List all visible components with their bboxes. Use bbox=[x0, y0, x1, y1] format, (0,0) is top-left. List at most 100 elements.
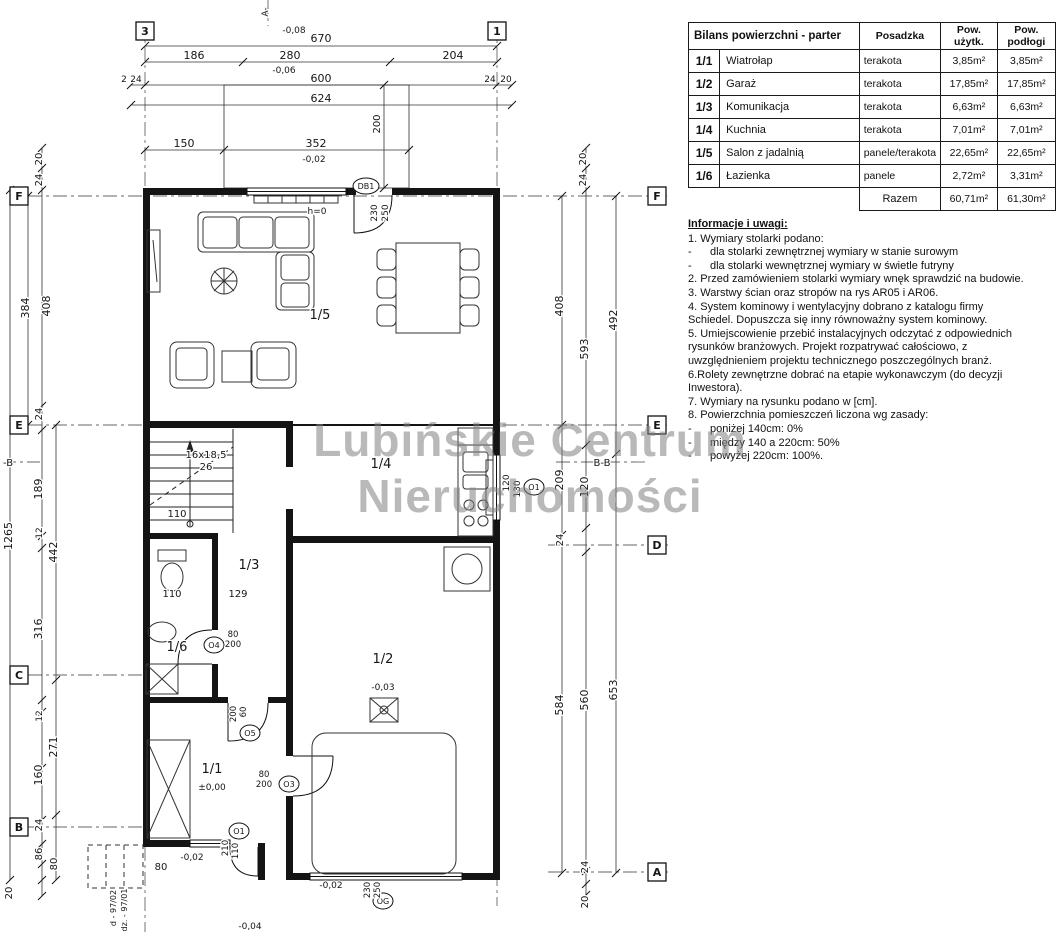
dim-label: 24 bbox=[130, 75, 142, 85]
grid-bubble-label: B bbox=[15, 821, 23, 834]
dimension-tick bbox=[51, 810, 61, 820]
dim-label: 250 bbox=[381, 204, 391, 221]
section-label: -B bbox=[3, 458, 13, 469]
room-floor-area: 3,31m² bbox=[996, 164, 1057, 188]
dimension-tick bbox=[581, 185, 591, 195]
opening-marker bbox=[278, 775, 300, 793]
chair bbox=[459, 276, 480, 299]
dimension-tick bbox=[581, 143, 591, 153]
room-floor-finish: terakota bbox=[858, 95, 942, 119]
room-usable-area: 7,01m² bbox=[940, 118, 998, 142]
note-line: - dla stolarki zewnętrznej wymiary w sta… bbox=[688, 246, 959, 259]
windows bbox=[189, 187, 501, 881]
total-usable-area: 60,71m² bbox=[940, 187, 998, 211]
dimension-tick bbox=[37, 543, 47, 553]
opening-marker-label: O3 bbox=[283, 780, 294, 789]
grid-bubble bbox=[9, 415, 29, 435]
chair bbox=[376, 304, 397, 327]
dim-label: 24 bbox=[34, 408, 45, 421]
level-label: -0,04 bbox=[238, 922, 262, 932]
dimension-tick bbox=[492, 41, 502, 51]
dimension-tick bbox=[581, 523, 591, 533]
parcel-label: dz. - 97/01 bbox=[120, 889, 129, 932]
dimension-tick bbox=[140, 57, 150, 67]
dimension-tick bbox=[581, 890, 591, 900]
level-label: -0,08 bbox=[282, 26, 306, 36]
dim-label: 186 bbox=[184, 49, 205, 62]
stair-note: 16x18,5 bbox=[186, 450, 227, 461]
dimension-tick bbox=[37, 859, 47, 869]
dim-label: 352 bbox=[306, 137, 327, 150]
dimension-tick bbox=[140, 41, 150, 51]
dim-label: 584 bbox=[553, 695, 566, 716]
dim-label: 250 bbox=[373, 882, 383, 898]
dimension-tick bbox=[51, 875, 61, 885]
grid-bubble-label: F bbox=[653, 190, 661, 203]
dim-label: 492 bbox=[607, 310, 620, 331]
dimension-tick bbox=[140, 80, 150, 90]
grid-bubble-label: C bbox=[15, 669, 23, 682]
room-floor-area: 7,01m² bbox=[996, 118, 1057, 142]
note-line: 4. System kominowy i wentylacyjny dobran… bbox=[688, 300, 984, 313]
dim-label: 120 bbox=[502, 474, 512, 491]
dimension-tick bbox=[557, 420, 567, 430]
dimension-tick bbox=[37, 875, 47, 885]
car-outline bbox=[311, 732, 457, 875]
dimension-tick bbox=[126, 100, 136, 110]
dining-table bbox=[395, 242, 461, 334]
dim-label: 110 bbox=[167, 509, 186, 520]
grid-bubble bbox=[487, 21, 507, 41]
level-label: -0,02 bbox=[319, 881, 342, 891]
opening-marker bbox=[352, 177, 380, 195]
dimension-tick bbox=[37, 163, 47, 173]
dimension-tick bbox=[404, 145, 414, 155]
grid-bubble-label: E bbox=[653, 419, 661, 432]
dim-label: 204 bbox=[443, 49, 464, 62]
dim-label: 200 bbox=[372, 114, 383, 133]
grid-bubble bbox=[647, 535, 667, 555]
note-line: - poniżej 140cm: 0% bbox=[688, 422, 803, 435]
room-floor-area: 22,65m² bbox=[996, 141, 1057, 165]
dimension-tick bbox=[581, 440, 591, 450]
total-floor-area: 61,30m² bbox=[996, 187, 1057, 211]
dimension-tick bbox=[140, 145, 150, 155]
dim-label: 12 bbox=[35, 527, 45, 538]
dimension-tick bbox=[379, 183, 389, 193]
table-title: Bilans powierzchni - parter bbox=[688, 22, 860, 50]
room-name: Komunikacja bbox=[719, 95, 860, 119]
dimension-tick bbox=[238, 57, 248, 67]
opening-marker-label: DB1 bbox=[358, 182, 375, 191]
dimension-tick bbox=[37, 839, 47, 849]
room-usable-area: 17,85m² bbox=[940, 72, 998, 96]
dim-label: 200 bbox=[256, 780, 272, 790]
table-header-row: Bilans powierzchni - parter Posadzka Pow… bbox=[688, 22, 1057, 50]
opening-marker-label: O4 bbox=[208, 641, 219, 650]
dim-label: 20 bbox=[500, 75, 512, 85]
room-floor-area: 17,85m² bbox=[996, 72, 1057, 96]
dimension-tick bbox=[611, 191, 621, 201]
armchair bbox=[169, 341, 215, 389]
parcel-label: d - 97/02 bbox=[109, 890, 118, 926]
room-label: 1/3 bbox=[239, 558, 260, 573]
dimension-tick bbox=[581, 866, 591, 876]
grid-bubble bbox=[135, 21, 155, 41]
dimension-tick bbox=[507, 80, 517, 90]
room-usable-area: 2,72m² bbox=[940, 164, 998, 188]
opening-marker-label: O5 bbox=[244, 729, 255, 738]
total-label: Razem bbox=[858, 187, 942, 211]
level-label: -0,02 bbox=[302, 155, 325, 165]
dimension-tick bbox=[37, 763, 47, 773]
shower bbox=[145, 663, 179, 695]
dimension-tick bbox=[37, 815, 47, 825]
dimension-tick bbox=[37, 143, 47, 153]
room-usable-area: 22,65m² bbox=[940, 141, 998, 165]
dim-label: 20 bbox=[580, 896, 591, 909]
dim-label: 20 bbox=[34, 153, 45, 166]
dim-label: 24 bbox=[580, 861, 591, 874]
room-id: 1/6 bbox=[687, 164, 721, 188]
note-line: 8. Powierzchnia pomieszczeń liczona wg z… bbox=[688, 409, 929, 422]
